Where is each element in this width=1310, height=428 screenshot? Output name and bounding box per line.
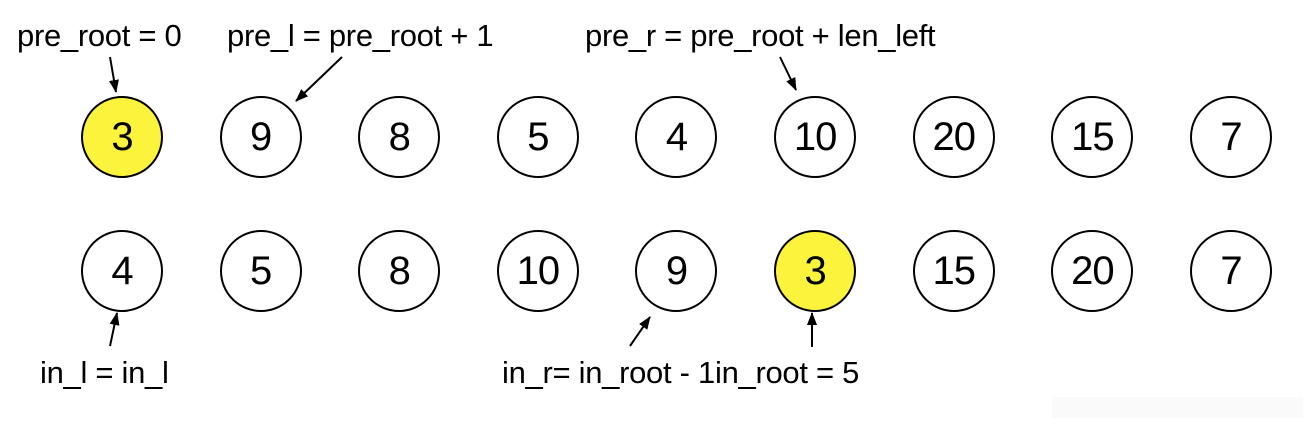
label-pre-r: pre_r = pre_root + len_left (585, 18, 936, 53)
node-value: 20 (932, 114, 975, 159)
node-inorder-3: 10 (496, 230, 579, 312)
node-inorder-0: 4 (81, 230, 163, 312)
bottom-right-shade (1052, 397, 1303, 418)
node-inorder-7: 20 (1051, 230, 1134, 312)
node-inorder-5: 3 (774, 230, 857, 312)
node-value: 4 (665, 114, 688, 159)
label-in-l: in_l = in_l (40, 355, 169, 390)
node-preorder-0: 3 (81, 96, 163, 178)
node-inorder-2: 8 (358, 230, 441, 312)
label-pre-l: pre_l = pre_root + 1 (227, 18, 494, 53)
node-inorder-8: 7 (1189, 230, 1272, 312)
node-inorder-4: 9 (635, 230, 718, 312)
arrow-pre-root (109, 56, 119, 93)
node-inorder-6: 15 (912, 230, 995, 312)
label-in-r: in_r= in_root - 1 (502, 355, 715, 390)
node-preorder-2: 8 (358, 96, 441, 178)
node-value: 7 (1220, 248, 1242, 293)
node-preorder-8: 7 (1189, 96, 1272, 178)
label-in-root: in_root = 5 (715, 355, 860, 390)
node-value: 5 (249, 248, 272, 293)
arrow-pre-r (779, 56, 797, 91)
node-value: 15 (1071, 114, 1114, 159)
node-inorder-1: 5 (219, 230, 302, 312)
node-value: 5 (527, 114, 549, 159)
arrow-in-r (629, 316, 651, 347)
label-pre-root: pre_root = 0 (17, 18, 182, 53)
node-value: 8 (388, 114, 411, 159)
node-preorder-5: 10 (774, 96, 857, 178)
node-preorder-7: 15 (1051, 96, 1134, 178)
node-value: 4 (111, 248, 133, 293)
node-value: 9 (665, 248, 688, 293)
node-value: 15 (932, 248, 975, 293)
node-value: 20 (1071, 248, 1114, 293)
node-value: 7 (1220, 114, 1242, 159)
node-value: 10 (793, 114, 837, 159)
node-value: 9 (249, 114, 272, 159)
node-preorder-6: 20 (912, 96, 995, 178)
node-preorder-3: 5 (496, 96, 579, 178)
node-preorder-1: 9 (219, 96, 302, 178)
arrow-in-l (109, 312, 120, 347)
arrow-pre-l (295, 56, 343, 102)
node-value: 3 (111, 114, 133, 159)
node-preorder-4: 4 (635, 96, 718, 178)
node-value: 3 (804, 248, 826, 293)
node-value: 8 (388, 248, 411, 293)
node-value: 10 (516, 248, 560, 293)
